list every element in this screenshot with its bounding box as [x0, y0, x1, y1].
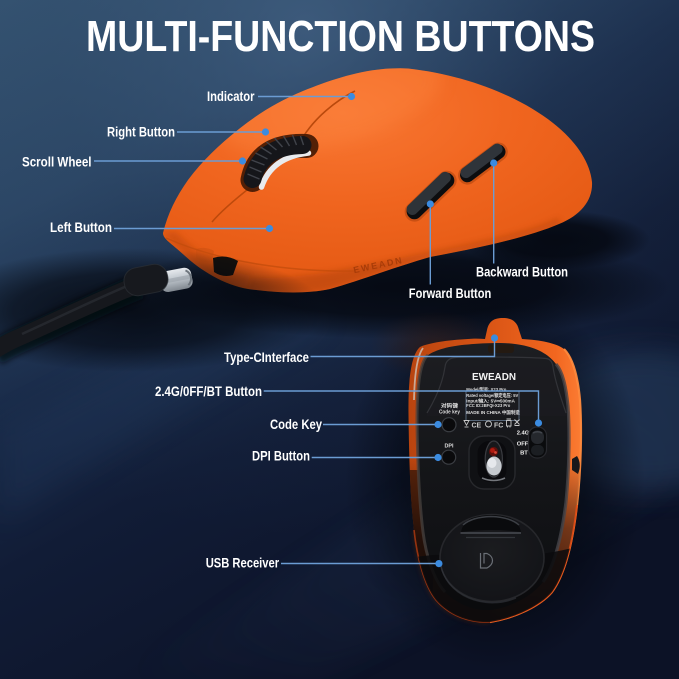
- svg-text:Code Key: Code Key: [270, 416, 322, 432]
- svg-text:2.4G/0FF/BT Button: 2.4G/0FF/BT Button: [155, 383, 262, 399]
- svg-text:FCC ID:2BFQI-X23 Pro: FCC ID:2BFQI-X23 Pro: [466, 403, 510, 409]
- svg-text:EWEADN: EWEADN: [472, 372, 516, 383]
- svg-text:USB Receiver: USB Receiver: [206, 555, 280, 571]
- svg-text:对码键: 对码键: [441, 403, 459, 410]
- svg-text:Left Button: Left Button: [50, 219, 112, 235]
- svg-text:Type-CInterface: Type-CInterface: [224, 349, 309, 365]
- svg-text:BT: BT: [520, 451, 528, 457]
- svg-text:OFF: OFF: [517, 442, 529, 448]
- svg-text:Right Button: Right Button: [107, 124, 175, 140]
- svg-text:Model/型号: X23 Pro: Model/型号: X23 Pro: [466, 386, 506, 393]
- svg-text:Rated voltage/额定电压: 5V: Rated voltage/额定电压: 5V: [466, 392, 519, 399]
- svg-text:Indicator: Indicator: [207, 88, 255, 104]
- svg-text:DPI Button: DPI Button: [252, 448, 310, 464]
- svg-text:FC: FC: [494, 423, 503, 430]
- svg-text:MADE IN CHINA 中国制造: MADE IN CHINA 中国制造: [466, 409, 520, 416]
- svg-text:DPI: DPI: [445, 444, 454, 450]
- svg-text:Scroll Wheel: Scroll Wheel: [22, 153, 92, 169]
- svg-text:Code key: Code key: [439, 410, 460, 416]
- svg-text:2.4G: 2.4G: [517, 431, 530, 437]
- svg-text:Backward Button: Backward Button: [476, 264, 568, 280]
- svg-text:CE: CE: [472, 423, 482, 430]
- svg-text:Input/输入: 5V⎓500mA: Input/输入: 5V⎓500mA: [466, 397, 515, 404]
- svg-text:Forward Button: Forward Button: [409, 285, 492, 301]
- svg-text:MULTI-FUNCTION BUTTONS: MULTI-FUNCTION BUTTONS: [86, 12, 595, 61]
